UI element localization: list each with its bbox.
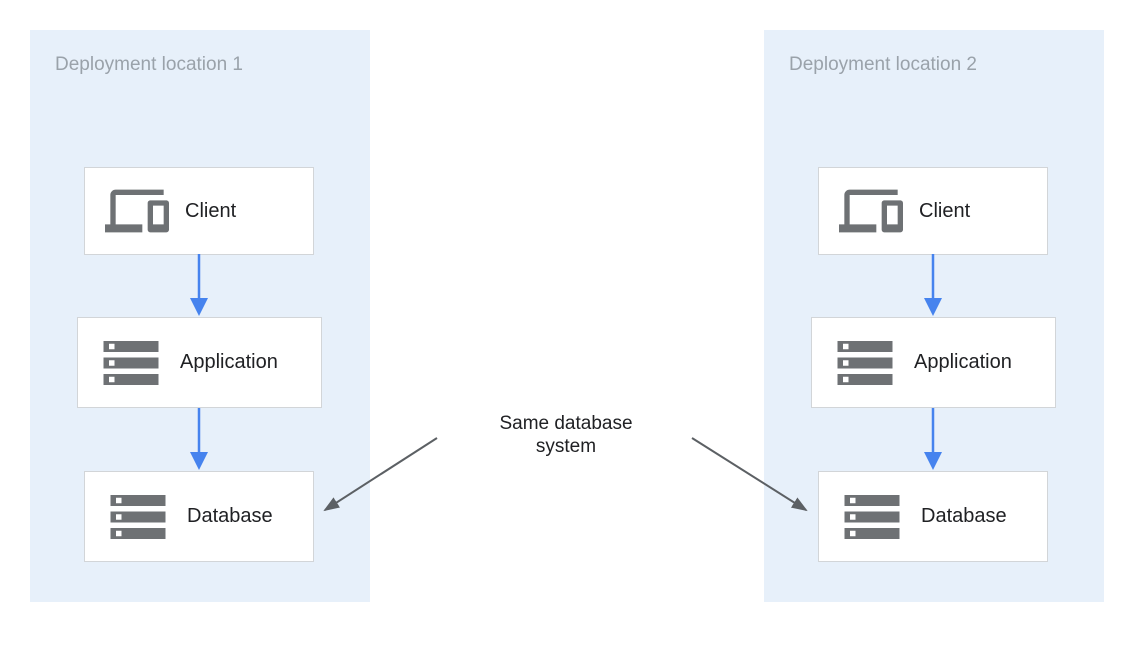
server-stack-icon — [844, 494, 900, 539]
deployment-panel-2: Deployment location 2 Client Application… — [764, 30, 1104, 602]
server-stack-icon — [110, 494, 166, 539]
deployment-panel-1: Deployment location 1 Client Application… — [30, 30, 370, 602]
annotation-label: Same database system — [466, 412, 666, 458]
node-label: Client — [919, 199, 971, 222]
node-label: Database — [187, 505, 273, 527]
node-client: Client — [818, 167, 1048, 255]
node-label: Application — [914, 351, 1012, 373]
server-stack-icon — [837, 340, 893, 385]
node-label: Database — [921, 505, 1007, 527]
node-label: Application — [180, 351, 278, 373]
panel-title: Deployment location 1 — [55, 54, 243, 75]
devices-icon — [105, 189, 169, 233]
node-client: Client — [84, 167, 314, 255]
node-application: Application — [811, 317, 1056, 408]
server-stack-icon — [103, 340, 159, 385]
annotation-line-1: Same database — [499, 413, 633, 434]
node-application: Application — [77, 317, 322, 408]
devices-icon — [839, 189, 903, 233]
panel-title: Deployment location 2 — [789, 54, 977, 75]
node-database: Database — [84, 471, 314, 562]
node-database: Database — [818, 471, 1048, 562]
node-label: Client — [185, 199, 237, 222]
annotation-line-2: system — [535, 436, 597, 457]
